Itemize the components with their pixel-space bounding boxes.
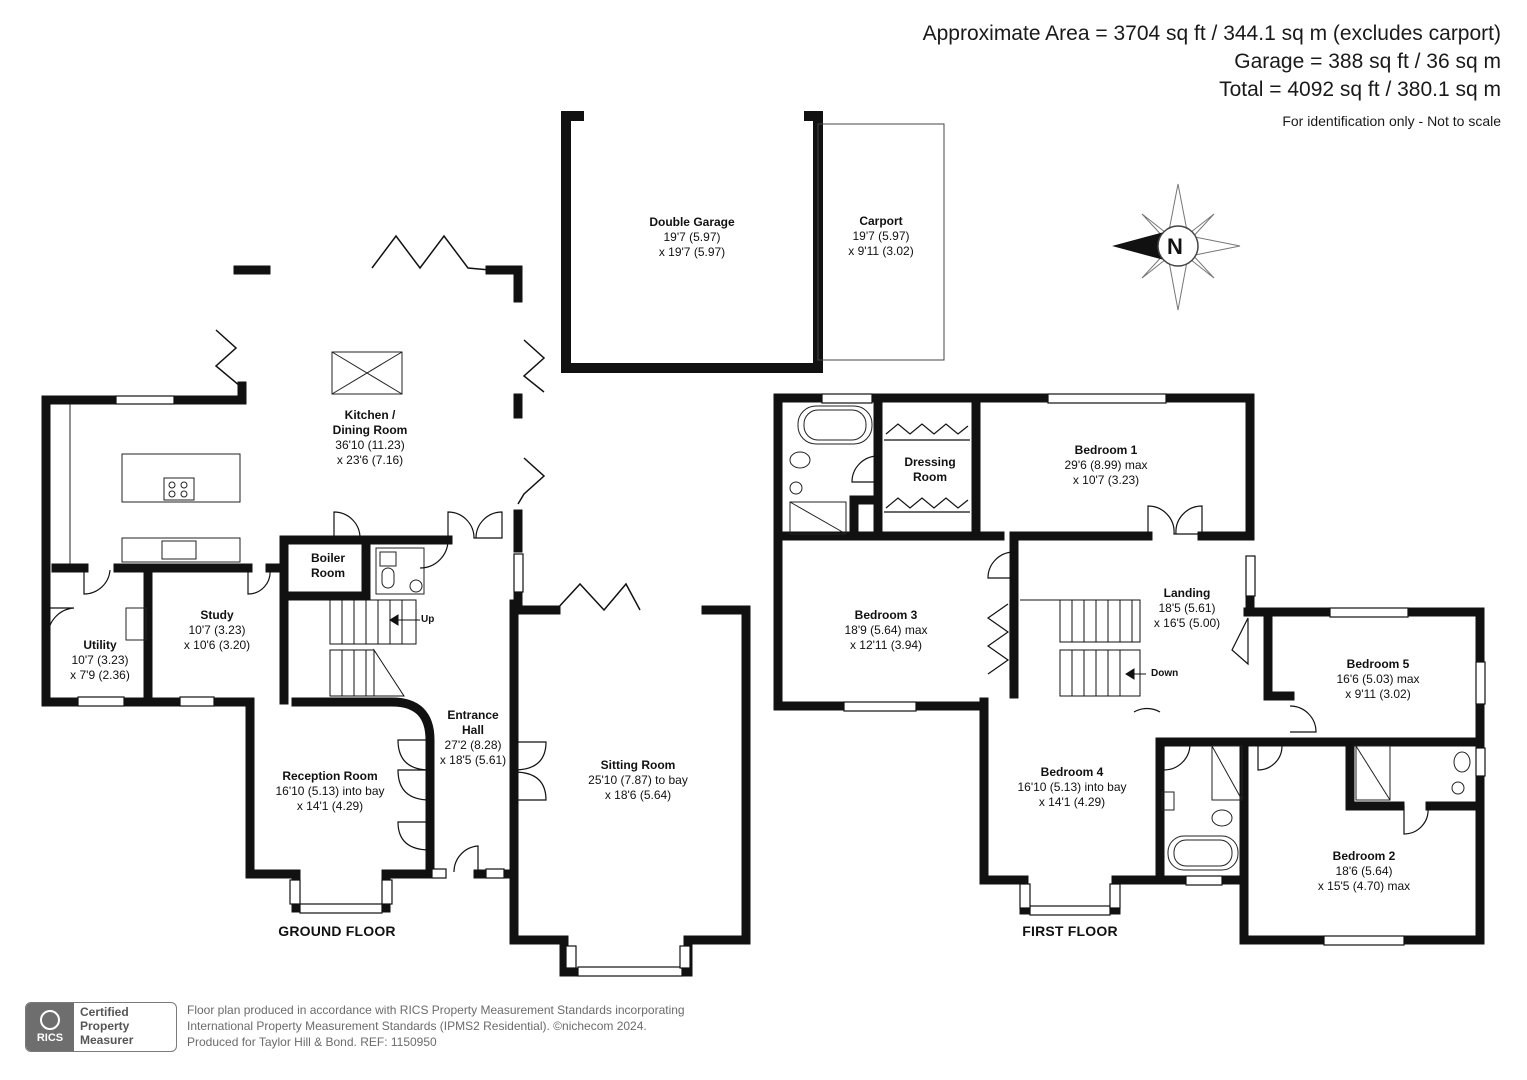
footer-disclaimer: Floor plan produced in accordance with R… — [187, 1003, 685, 1049]
garage-opening — [584, 110, 804, 122]
room-entrance-hall: Entrance Hall 27'2 (8.28) x 18'5 (5.61) — [439, 708, 507, 767]
stairs-up-label: Up — [421, 614, 435, 625]
rics-certified-badge: RICS Certified Property Measurer — [25, 1002, 177, 1052]
compass-rose-icon — [1112, 183, 1241, 311]
total-area: Total = 4092 sq ft / 380.1 sq m — [1219, 78, 1501, 101]
door-swings-first — [851, 455, 1429, 835]
rics-logo: RICS — [26, 1003, 74, 1051]
room-study: Study 10'7 (3.23) x 10'6 (3.20) — [183, 608, 251, 652]
rics-emblem-icon — [40, 1010, 60, 1030]
room-bedroom-1: Bedroom 1 29'6 (8.99) max x 10'7 (3.23) — [1064, 443, 1148, 487]
bathroom-fixtures-first — [789, 405, 1471, 871]
room-reception: Reception Room 16'10 (5.13) into bay x 1… — [275, 769, 385, 813]
room-utility: Utility 10'7 (3.23) x 7'9 (2.36) — [70, 638, 130, 682]
room-bedroom-3: Bedroom 3 18'9 (5.64) max x 12'11 (3.94) — [844, 608, 928, 652]
window-frames-first — [821, 393, 1486, 946]
compass-north-letter: N — [1167, 234, 1183, 259]
ground-floor-walls — [41, 265, 751, 977]
wardrobes — [884, 423, 1011, 680]
room-sitting: Sitting Room 25'10 (7.87) to bay x 18'6 … — [588, 758, 688, 802]
carport-outline — [817, 123, 945, 361]
door-swings-ground — [46, 511, 547, 874]
garage-area: Garage = 388 sq ft / 36 sq m — [1234, 50, 1501, 73]
room-boiler: Boiler Room — [310, 551, 346, 580]
approximate-area: Approximate Area = 3704 sq ft / 344.1 sq… — [922, 22, 1501, 45]
room-dressing: Dressing Room — [904, 455, 956, 484]
staircase-first — [1020, 599, 1146, 697]
room-carport: Carport 19'7 (5.97) x 9'11 (3.02) — [848, 214, 914, 258]
room-landing: Landing 18'5 (5.61) x 16'5 (5.00) — [1153, 586, 1221, 630]
area-summary: Approximate Area = 3704 sq ft / 344.1 sq… — [923, 20, 1501, 132]
scale-note: For identification only - Not to scale — [1282, 113, 1501, 129]
room-double-garage: Double Garage 19'7 (5.97) x 19'7 (5.97) — [649, 215, 735, 259]
window-frames-ground — [77, 395, 691, 977]
room-kitchen-dining: Kitchen / Dining Room 36'10 (11.23) x 23… — [332, 408, 408, 467]
stairs-down-label: Down — [1151, 668, 1179, 679]
ground-floor-label: GROUND FLOOR — [278, 923, 396, 939]
first-floor-walls — [773, 393, 1485, 945]
bifold-doors-ground — [214, 234, 641, 612]
room-bedroom-4: Bedroom 4 16'10 (5.13) into bay x 14'1 (… — [1017, 765, 1127, 809]
room-bedroom-5: Bedroom 5 16'6 (5.03) max x 9'11 (3.02) — [1336, 657, 1420, 701]
kitchen-fixtures — [69, 351, 425, 641]
room-bedroom-2: Bedroom 2 18'6 (5.64) x 15'5 (4.70) max — [1317, 849, 1411, 893]
first-floor-label: FIRST FLOOR — [1022, 923, 1118, 939]
staircase-ground — [329, 599, 420, 697]
